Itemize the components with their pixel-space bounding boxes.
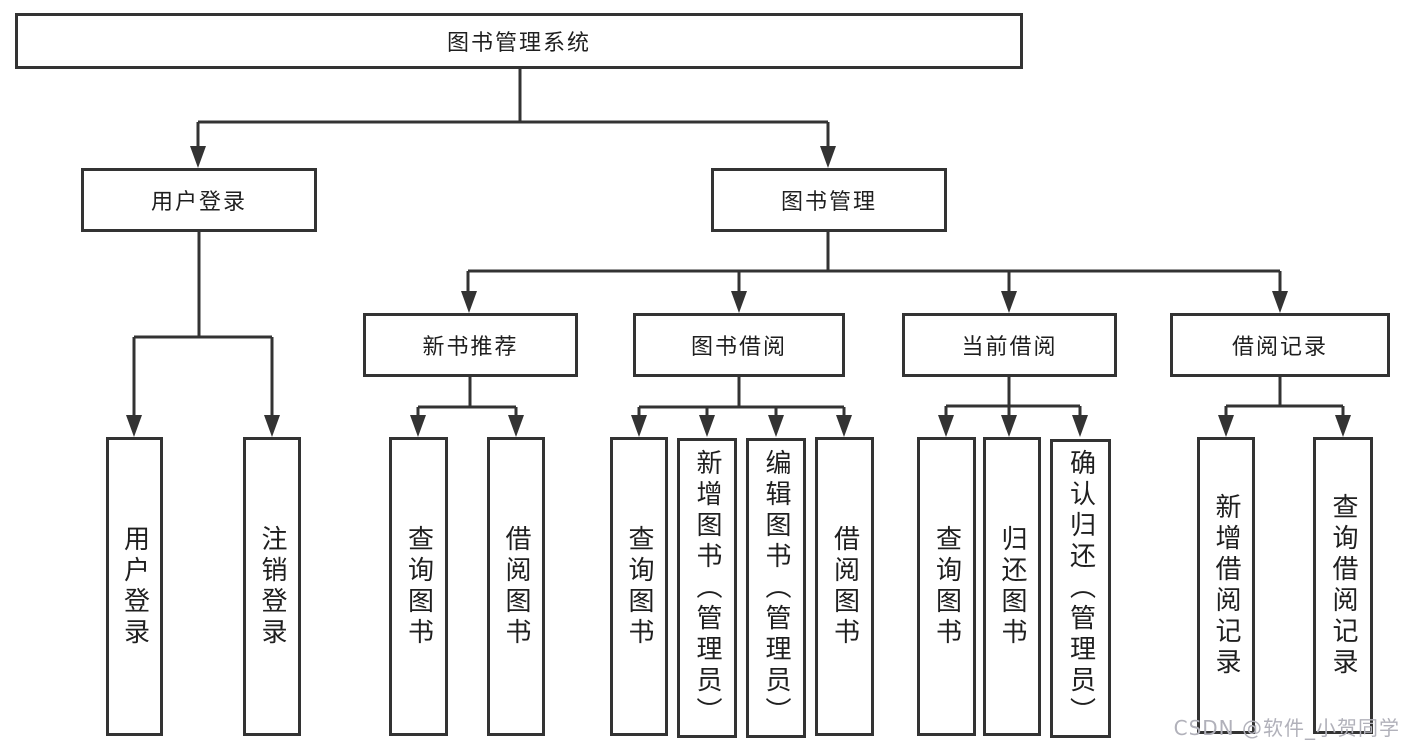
- node-query-borrow-record: 查询借阅记录: [1313, 437, 1373, 734]
- node-query-books-current: 查询图书: [917, 437, 976, 736]
- node-query-books-recommend: 查询图书: [389, 437, 448, 736]
- node-query-books-borrow: 查询图书: [610, 437, 668, 736]
- node-user-login-leaf: 用户登录: [106, 437, 163, 736]
- node-user-login: 用户登录: [81, 168, 317, 232]
- node-add-books-admin: 新增图书（管理员）: [677, 438, 737, 738]
- csdn-watermark: CSDN @软件_小贺同学: [1173, 716, 1400, 740]
- node-current-borrow: 当前借阅: [902, 313, 1117, 377]
- arrowheads: [126, 146, 1351, 437]
- node-return-books: 归还图书: [983, 437, 1041, 736]
- node-edit-books-admin: 编辑图书（管理员）: [746, 438, 806, 738]
- node-root: 图书管理系统: [15, 13, 1023, 69]
- node-borrow-books-leaf: 借阅图书: [815, 437, 874, 736]
- node-confirm-return-admin: 确认归还（管理员）: [1050, 439, 1111, 738]
- node-add-borrow-record: 新增借阅记录: [1197, 437, 1255, 734]
- node-logout-leaf: 注销登录: [243, 437, 301, 736]
- node-borrow-records: 借阅记录: [1170, 313, 1390, 377]
- node-borrow-books-recommend: 借阅图书: [487, 437, 545, 736]
- node-new-book-recommend: 新书推荐: [363, 313, 578, 377]
- node-book-borrow: 图书借阅: [633, 313, 845, 377]
- node-book-management: 图书管理: [711, 168, 947, 232]
- connector-lines: [132, 69, 1345, 419]
